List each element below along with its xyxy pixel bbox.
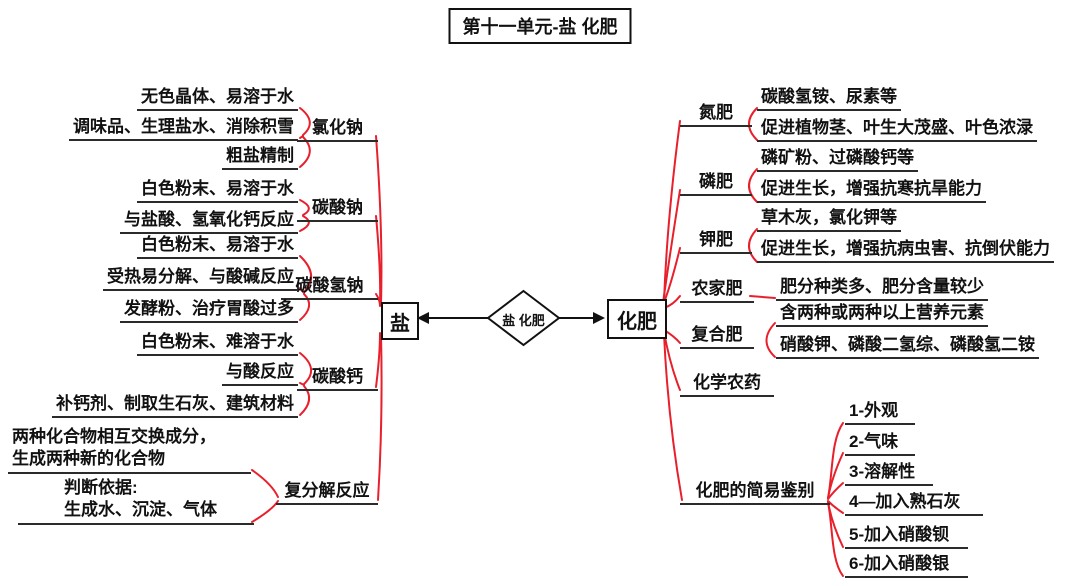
- fertilizer-leaf[interactable]: 6-加入硝酸银: [845, 553, 968, 579]
- red-branch-curves: [251, 107, 844, 577]
- salt-leaf[interactable]: 调味品、生理盐水、消除积雪: [69, 116, 298, 142]
- salt-leaf[interactable]: 发酵粉、治疗胃酸过多: [120, 298, 298, 324]
- fertilizer-leaf[interactable]: 5-加入硝酸钡: [845, 524, 968, 550]
- salt-leaf[interactable]: 白色粉末、难溶于水: [137, 331, 298, 357]
- fertilizer-subnode-label[interactable]: 化学农药: [680, 368, 774, 397]
- fertilizer-leaf[interactable]: 磷矿粉、过磷酸钙等: [757, 147, 918, 173]
- salt-leaf[interactable]: 无色晶体、易溶于水: [137, 86, 298, 112]
- fertilizer-leaf[interactable]: 促进植物茎、叶生大茂盛、叶色浓渌: [757, 117, 1037, 143]
- fertilizer-leaf[interactable]: 促进生长，增强抗寒抗旱能力: [757, 178, 986, 204]
- arrowhead-right-icon: [593, 312, 605, 324]
- fertilizer-leaf[interactable]: 硝酸钾、磷酸二氢综、磷酸氢二铵: [776, 334, 1039, 360]
- fertilizer-subnode-label[interactable]: 复合肥: [680, 320, 754, 349]
- arrowhead-left-icon: [417, 312, 429, 324]
- fertilizer-subnode-label[interactable]: 钾肥: [680, 225, 752, 254]
- center-links: [417, 289, 605, 347]
- salt-leaf[interactable]: 补钙剂、制取生石灰、建筑材料: [52, 393, 298, 419]
- salt-subnode-label[interactable]: 氯化钠: [297, 113, 378, 142]
- diamond-shape: [486, 289, 561, 347]
- salt-subnode-label[interactable]: 碳酸钙: [297, 362, 378, 391]
- salt-leaf[interactable]: 与酸反应: [222, 361, 298, 387]
- fertilizer-leaf[interactable]: 肥分种类多、肥分含量较少: [776, 276, 988, 302]
- fertilizer-leaf[interactable]: 含两种或两种以上营养元素: [776, 302, 988, 328]
- fertilizer-leaf[interactable]: 促进生长，增强抗病虫害、抗倒伏能力: [757, 238, 1054, 264]
- salt-subnode-label[interactable]: 碳酸钠: [297, 193, 378, 222]
- fertilizer-leaf[interactable]: 草木灰，氯化钾等: [757, 207, 901, 233]
- salt-leaf[interactable]: 受热易分解、与酸碱反应: [103, 266, 298, 292]
- fertilizer-subnode-label[interactable]: 氮肥: [680, 98, 752, 127]
- salt-leaf[interactable]: 白色粉末、易溶于水: [137, 178, 298, 204]
- center-topic[interactable]: 盐 化肥: [502, 313, 545, 328]
- fertilizer-root-node[interactable]: 化肥: [607, 299, 667, 339]
- fertilizer-subnode-label[interactable]: 磷肥: [680, 167, 752, 196]
- salt-leaf[interactable]: 白色粉末、易溶于水: [137, 234, 298, 260]
- fertilizer-leaf[interactable]: 2-气味: [845, 431, 915, 457]
- fertilizer-leaf[interactable]: 1-外观: [845, 400, 915, 426]
- fertilizer-leaf[interactable]: 4—加入熟石灰: [845, 491, 983, 517]
- fertilizer-subnode-label[interactable]: 化肥的简易鉴别: [680, 476, 830, 505]
- salt-leaf[interactable]: 两种化合物相互交换成分， 生成两种新的化合物: [8, 426, 251, 474]
- fertilizer-leaf[interactable]: 3-溶解性: [845, 461, 933, 487]
- page-title: 第十一单元-盐 化肥: [448, 8, 632, 44]
- fertilizer-subnode-label[interactable]: 农家肥: [680, 274, 754, 303]
- salt-leaf[interactable]: 粗盐精制: [222, 145, 298, 171]
- salt-leaf[interactable]: 与盐酸、氢氧化钙反应: [120, 209, 298, 235]
- salt-leaf[interactable]: 判断依据: 生成水、沉淀、气体: [18, 477, 254, 525]
- salt-subnode-label[interactable]: 碳酸氢钠: [281, 271, 378, 300]
- salt-subnode-label[interactable]: 复分解反应: [276, 476, 378, 505]
- salt-root-node[interactable]: 盐: [381, 302, 419, 340]
- fertilizer-leaf[interactable]: 碳酸氢铵、尿素等: [757, 86, 901, 112]
